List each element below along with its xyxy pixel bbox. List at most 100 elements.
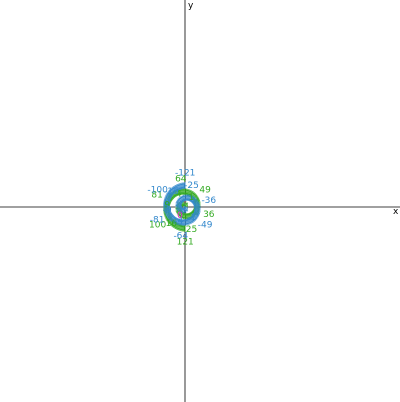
negative-spiral-tick (173, 186, 177, 193)
negative-spiral-tick (179, 219, 182, 226)
positive-spiral-tick (166, 216, 172, 221)
negative-spiral-tick (175, 203, 182, 207)
negative-spiral-tick (192, 213, 199, 219)
negative-spiral-tick (177, 207, 184, 212)
negative-spiral-tick (168, 190, 174, 196)
positive-spiral-tick (189, 190, 193, 197)
negative-spiral-tick (192, 214, 198, 220)
positive-spiral-tick (180, 211, 184, 219)
negative-spiral-tick (170, 188, 175, 194)
negative-spiral-tick (169, 188, 175, 195)
positive-spiral-label: 4 (176, 189, 182, 199)
negative-spiral-tick (163, 208, 171, 210)
negative-spiral-tick (194, 207, 201, 210)
positive-spiral-label: 36 (203, 210, 215, 220)
positive-spiral-tick (168, 194, 175, 199)
negative-spiral-tick (163, 201, 170, 204)
negative-spiral-label: -121 (175, 168, 195, 178)
negative-spiral-tick (167, 213, 173, 218)
negative-spiral-tick (187, 218, 190, 225)
negative-spiral-tick (176, 218, 180, 225)
negative-spiral-tick (188, 217, 192, 224)
spiral-labels: 149162536496481100121-1-4-9-16-25-36-49-… (147, 168, 216, 247)
negative-spiral-tick (170, 216, 176, 222)
positive-spiral-label: 64 (175, 175, 187, 185)
negative-spiral-tick (181, 195, 185, 202)
positive-spiral-tick (178, 210, 183, 217)
negative-spiral-tick (171, 216, 176, 222)
positive-spiral-tick (187, 189, 190, 196)
negative-spiral-tick (193, 203, 200, 206)
negative-spiral-tick (187, 194, 191, 201)
negative-spiral-tick (185, 194, 187, 201)
negative-spiral-tick (175, 206, 183, 209)
negative-spiral-tick (191, 215, 196, 222)
negative-spiral-tick (164, 209, 171, 212)
negative-spiral-tick (192, 201, 199, 205)
negative-spiral-tick (172, 186, 177, 193)
negative-spiral-tick (163, 199, 171, 203)
negative-spiral-label: -64 (173, 231, 188, 241)
negative-spiral-tick (163, 202, 170, 205)
negative-spiral-tick (187, 194, 192, 202)
negative-spiral-tick (172, 217, 178, 224)
positive-spiral-label: 25 (186, 225, 197, 235)
positive-spiral-label: 49 (199, 185, 211, 195)
negative-spiral-tick (175, 202, 182, 206)
negative-spiral-tick (163, 200, 170, 204)
negative-spiral-tick (181, 207, 186, 214)
negative-spiral-label: -100 (147, 185, 168, 195)
negative-spiral-tick (190, 216, 194, 223)
negative-spiral-tick (186, 218, 189, 226)
negative-spiral-tick (186, 194, 190, 201)
negative-spiral-tick (169, 215, 175, 221)
negative-spiral-tick (191, 199, 198, 204)
negative-spiral-tick (168, 189, 174, 195)
negative-spiral-tick (174, 185, 178, 192)
negative-spiral-tick (190, 197, 196, 203)
positive-spiral-tick (171, 220, 176, 227)
negative-spiral-label: -25 (184, 181, 199, 191)
negative-spiral-tick (191, 214, 197, 221)
negative-spiral-tick (178, 219, 182, 226)
negative-spiral-tick (177, 218, 181, 226)
negative-spiral-tick (163, 198, 171, 202)
negative-spiral-tick (167, 214, 174, 219)
negative-spiral-label: -16 (164, 187, 179, 197)
negative-spiral-tick (175, 218, 179, 225)
positive-spiral-label: 121 (177, 238, 194, 248)
negative-spiral-tick (175, 204, 182, 207)
negative-spiral-tick (175, 184, 179, 192)
negative-spiral-tick (178, 207, 185, 213)
negative-spiral-label: -1 (187, 213, 196, 223)
negative-spiral-tick (193, 211, 200, 216)
negative-spiral-label: -36 (201, 196, 216, 206)
negative-spiral-tick (176, 200, 182, 205)
negative-spiral-tick (179, 183, 182, 190)
negative-spiral-tick (165, 211, 172, 215)
positive-spiral-tick (180, 224, 183, 232)
positive-spiral-tick (176, 209, 182, 214)
positive-spiral-tick (183, 188, 185, 195)
positive-spiral-tick (185, 188, 188, 196)
positive-spiral-tick (176, 223, 180, 230)
negative-spiral-tick (173, 217, 179, 224)
negative-spiral-tick (166, 193, 172, 198)
negative-spiral-tick (183, 194, 185, 202)
negative-spiral-tick (185, 194, 188, 201)
negative-spiral-tick (193, 210, 201, 215)
positive-spiral-tick (181, 212, 185, 219)
negative-spiral-tick (192, 200, 199, 204)
negative-spiral-tick (165, 194, 172, 199)
negative-spiral-tick (191, 198, 197, 203)
negative-spiral-tick (167, 191, 173, 197)
origin-label: 0 (177, 211, 183, 221)
negative-spiral-label: -4 (174, 217, 183, 227)
negative-spiral-label: -49 (198, 221, 213, 231)
negative-spiral-tick (177, 183, 180, 191)
negative-spiral-tick (171, 187, 176, 194)
positive-spiral-tick (166, 217, 173, 222)
positive-spiral-label: 100 (149, 221, 166, 231)
positive-spiral-tick (181, 224, 184, 232)
